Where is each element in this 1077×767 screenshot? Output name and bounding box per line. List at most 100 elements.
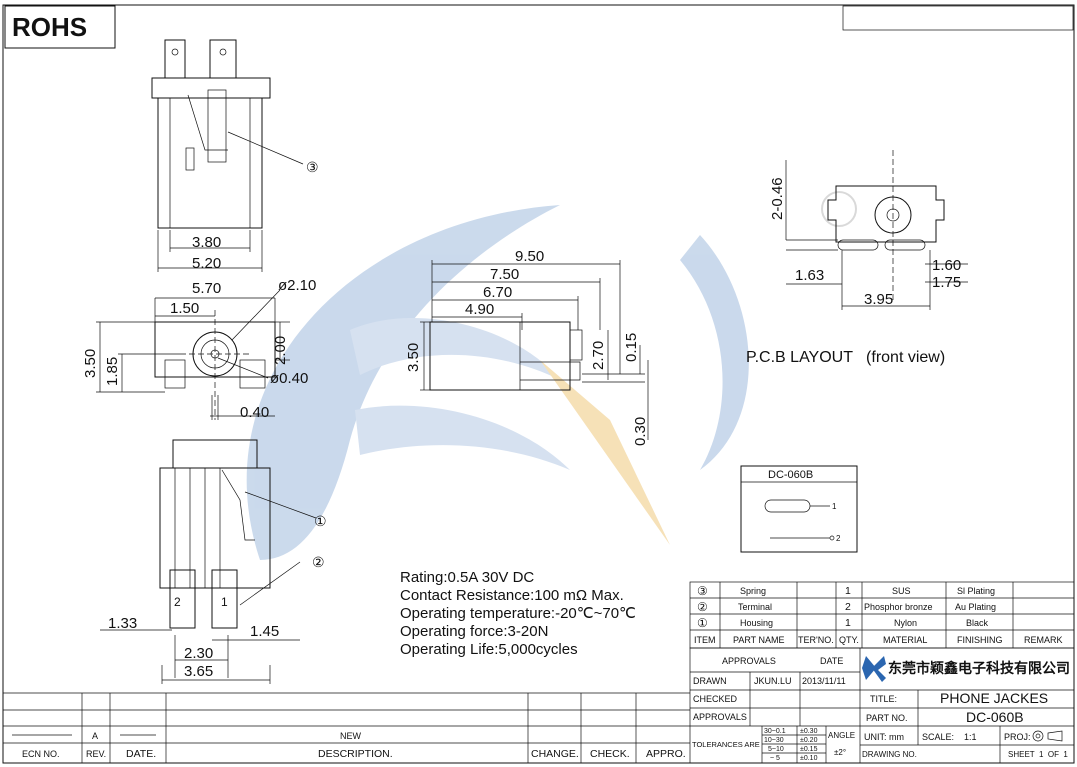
bom-header-name: PART NAME — [733, 635, 785, 645]
dim-front-pin: 0.40 — [240, 404, 269, 421]
rohs-box — [4, 5, 116, 49]
pin-2-label: 2 — [174, 595, 181, 609]
dim-bottom-133: 1.33 — [108, 615, 137, 632]
tb-approvals-header: APPROVALS — [722, 656, 776, 666]
rev-header-date: DATE. — [126, 748, 156, 760]
projection-symbol-icon — [1032, 730, 1063, 742]
tol-value: ±0.10 — [800, 755, 818, 762]
bom-finish: Sl Plating — [957, 586, 995, 596]
dim-front-center: 1.85 — [104, 357, 121, 386]
dim-bottom-145: 1.45 — [250, 623, 279, 640]
company-logo — [862, 656, 886, 682]
spec-life: Operating Life:5,000cycles — [400, 641, 578, 658]
bom-material: SUS — [892, 586, 911, 596]
bom-item: ② — [697, 600, 708, 614]
callout-2: ② — [312, 554, 325, 570]
rev-header-desc: DESCRIPTION. — [318, 748, 393, 760]
pcb-layout-title: P.C.B LAYOUT (front view) — [746, 349, 945, 366]
tol-range: ~ 5 — [770, 755, 780, 762]
tb-title-label: TITLE: — [870, 694, 897, 704]
tb-proj-label: PROJ: — [1004, 732, 1031, 742]
rev-header-ecn: ECN NO. — [22, 749, 60, 759]
rev-desc: NEW — [340, 731, 362, 741]
tb-partno-label: PART NO. — [866, 713, 908, 723]
spec-temperature: Operating temperature:-20℃~70℃ — [400, 605, 636, 622]
watermark-logo — [246, 191, 857, 560]
dim-side-015: 0.15 — [623, 333, 640, 362]
dim-bottom-365: 3.65 — [184, 663, 213, 680]
dim-front-height-left: 3.50 — [82, 349, 99, 378]
dim-pcb-395: 3.95 — [864, 291, 893, 308]
dim-front-dia-large: ø2.10 — [278, 277, 316, 294]
tb-drawn-label: DRAWN — [693, 676, 727, 686]
front-view — [96, 289, 290, 420]
tb-title-value: PHONE JACKES — [940, 690, 1048, 706]
schematic-pin-1: 1 — [832, 502, 837, 511]
bom-header-remark: REMARK — [1024, 635, 1063, 645]
tb-approvals-label: APPROVALS — [693, 712, 747, 722]
tb-drawing-no: DRAWING NO. — [862, 750, 917, 759]
tb-scale-label: SCALE: — [922, 732, 954, 742]
callout-1: ① — [314, 513, 327, 529]
schematic-pin-2: 2 — [836, 534, 841, 543]
spec-force: Operating force:3-20N — [400, 623, 548, 640]
dim-side-750: 7.50 — [490, 266, 519, 283]
tol-range: 5~10 — [768, 746, 784, 753]
spec-contact-resistance: Contact Resistance:100 mΩ Max. — [400, 587, 624, 604]
tb-checked-label: CHECKED — [693, 694, 738, 704]
tol-range: 30~0.1 — [764, 728, 786, 735]
dim-side-490: 4.90 — [465, 301, 494, 318]
tol-value: ±0.20 — [800, 737, 818, 744]
dim-front-offset: 1.50 — [170, 300, 199, 317]
corner-box — [842, 5, 1074, 31]
callout-3: ③ — [306, 159, 319, 175]
bottom-view — [100, 439, 317, 684]
dim-bottom-230: 2.30 — [184, 645, 213, 662]
bom-header-material: MATERIAL — [883, 635, 927, 645]
rohs-label: ROHS — [12, 12, 87, 42]
dim-side-950: 9.50 — [515, 248, 544, 265]
tb-date-header: DATE — [820, 656, 843, 666]
dim-front-height-right: 2.00 — [272, 336, 289, 365]
bom-header-qty: QTY. — [839, 635, 859, 645]
tb-angle-label: ANGLE — [828, 731, 855, 740]
dim-front-width: 5.70 — [192, 280, 221, 297]
tb-unit: UNIT: mm — [864, 732, 904, 742]
bom-header-ter: TER'NO. — [798, 635, 834, 645]
rev-header-change: CHANGE. — [531, 748, 579, 760]
bom-finish: Au Plating — [955, 602, 996, 612]
bom-name: Housing — [740, 618, 773, 628]
tb-sheet: SHEET 1 OF 1 — [1008, 750, 1068, 759]
rev-value: A — [92, 731, 98, 741]
bom-name: Spring — [740, 586, 766, 596]
bom-material: Nylon — [894, 618, 917, 628]
top-view — [151, 39, 304, 272]
rev-header-check: CHECK. — [590, 748, 630, 760]
tb-scale-value: 1:1 — [964, 732, 977, 742]
rev-header-rev: REV. — [86, 749, 106, 759]
bom-qty: 1 — [845, 617, 851, 629]
bom-finish: Black — [966, 618, 989, 628]
dim-side-030: 0.30 — [632, 417, 649, 446]
dim-top-outer: 5.20 — [192, 255, 221, 272]
dim-pcb-160: 1.60 — [932, 257, 961, 274]
tol-range: 10~30 — [764, 737, 784, 744]
dim-pcb-175: 1.75 — [932, 274, 961, 291]
bom-material: Phosphor bronze — [864, 602, 933, 612]
rev-header-appro: APPRO. — [646, 748, 686, 760]
bom-header-finish: FINISHING — [957, 635, 1003, 645]
tb-drawn-date: 2013/11/11 — [802, 676, 846, 686]
table-lines — [3, 581, 1075, 764]
dim-side-270: 2.70 — [590, 341, 607, 370]
dim-side-350: 3.50 — [405, 343, 422, 372]
tb-drawn-by: JKUN.LU — [754, 676, 792, 686]
schematic-box — [740, 465, 858, 553]
dim-side-670: 6.70 — [483, 284, 512, 301]
dim-front-dia-small: ø0.40 — [270, 370, 308, 387]
dim-top-inner: 3.80 — [192, 234, 221, 251]
bom-item: ① — [697, 616, 708, 630]
tol-value: ±0.15 — [800, 746, 818, 753]
bom-item: ③ — [697, 584, 708, 598]
side-view — [420, 260, 649, 440]
